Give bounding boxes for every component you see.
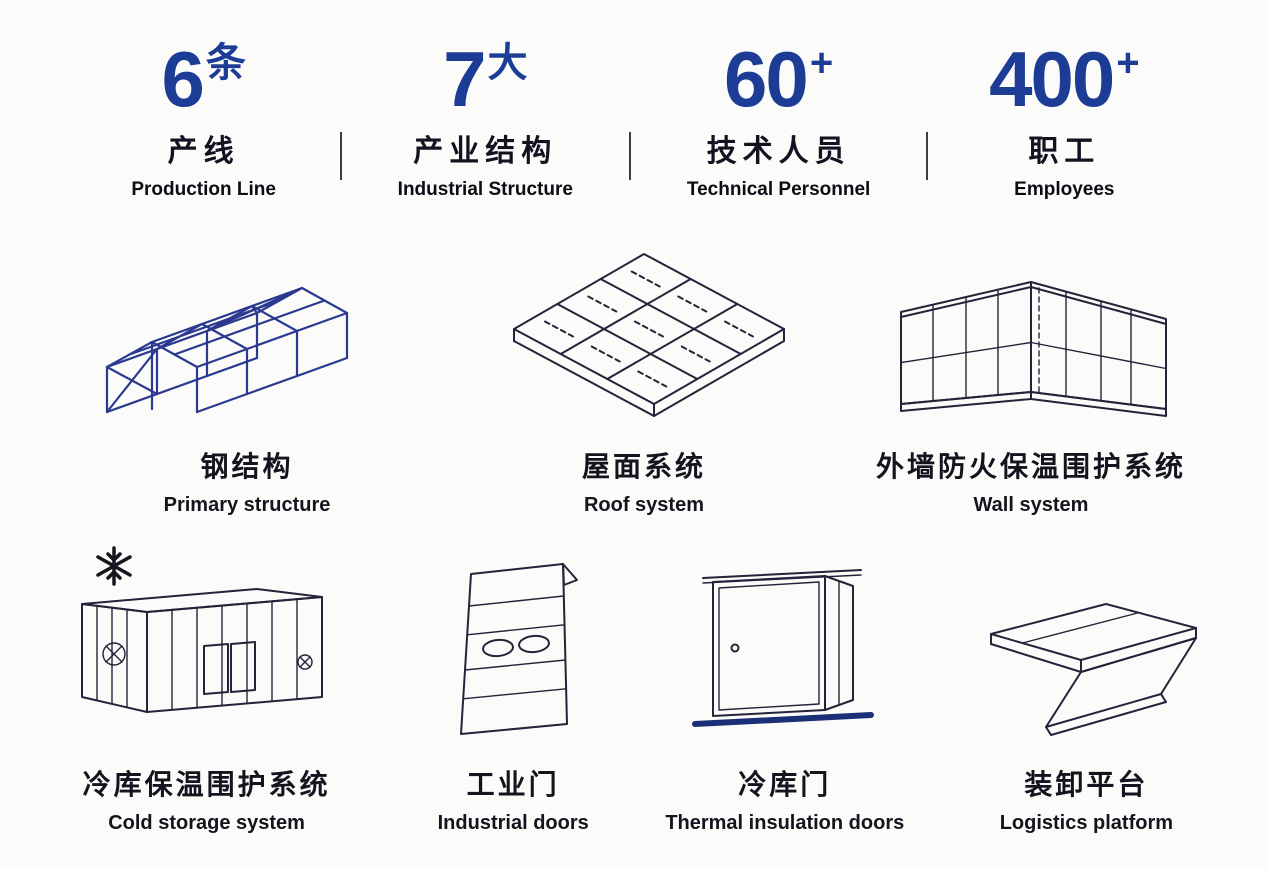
icon-wrap: [876, 229, 1186, 429]
icon-wrap: [956, 547, 1216, 747]
product-label-en: Thermal insulation doors: [665, 812, 905, 834]
product-steel-structure: 钢结构 Primary structure: [82, 229, 412, 517]
product-roof-system: 屋面系统 Roof system: [494, 229, 794, 517]
stat-label-zh: 技术人员: [706, 135, 851, 168]
stat-label-en: Industrial Structure: [397, 179, 573, 200]
product-label-en: Wall system: [973, 494, 1089, 516]
stat-label-en: Technical Personnel: [686, 179, 871, 200]
stat-number: 60+: [687, 40, 870, 118]
product-label-en: Logistics platform: [999, 812, 1174, 834]
product-label-zh: 钢结构: [200, 451, 294, 482]
product-loading-platform: 装卸平台 Logistics platform: [956, 547, 1216, 835]
stat-value: 7: [443, 35, 486, 123]
icon-wrap: [665, 547, 905, 747]
stats-strip: 6条 产线 Production Line 7大 产业结构 Industrial…: [0, 0, 1268, 201]
stat-number: 400+: [984, 40, 1144, 118]
vertical-divider: [628, 132, 631, 180]
stat-industrial-structure: 7大 产业结构 Industrial Structure: [398, 40, 573, 201]
wall-system-icon: [899, 281, 1167, 417]
product-label-zh: 装卸平台: [1024, 769, 1149, 800]
steel-structure-icon: [105, 286, 349, 414]
stat-label-zh: 职工: [1028, 135, 1101, 168]
icon-wrap: [82, 229, 412, 429]
product-label-zh: 工业门: [466, 769, 560, 800]
product-label-zh: 冷库保温围护系统: [82, 769, 331, 800]
product-label-zh: 屋面系统: [581, 451, 706, 482]
product-label-zh: 冷库门: [738, 769, 832, 800]
roof-system-icon: [512, 253, 785, 417]
stat-production-line: 6条 产线 Production Line: [124, 40, 284, 201]
icon-wrap: [494, 229, 794, 429]
product-label-zh: 外墙防火保温围护系统: [875, 451, 1186, 482]
stat-unit: 条: [205, 41, 246, 85]
stat-technical-personnel: 60+ 技术人员 Technical Personnel: [687, 40, 870, 201]
stat-label-zh: 产线: [167, 135, 240, 168]
product-label-en: Primary structure: [163, 494, 331, 516]
stat-unit: +: [809, 41, 834, 85]
vertical-divider: [926, 132, 929, 180]
product-label-en: Roof system: [583, 494, 704, 516]
product-cold-storage: 冷库保温围护系统 Cold storage system: [52, 546, 362, 835]
stat-label-en: Employees: [1014, 179, 1115, 200]
product-label-en: Cold storage system: [108, 812, 305, 834]
stat-unit: +: [1116, 41, 1140, 85]
cold-storage-door-icon: [691, 569, 874, 727]
stat-employees: 400+ 职工 Employees: [984, 40, 1144, 201]
stat-label-zh: 产业结构: [413, 135, 558, 168]
product-wall-system: 外墙防火保温围护系统 Wall system: [876, 229, 1186, 517]
stat-number: 6条: [124, 40, 284, 118]
product-cold-storage-door: 冷库门 Thermal insulation doors: [665, 547, 905, 835]
icon-wrap: [413, 547, 613, 747]
cold-storage-icon: [80, 546, 323, 713]
snowflake-icon: [95, 546, 132, 586]
product-row-2: 冷库保温围护系统 Cold storage system 工业门 Industr…: [0, 546, 1268, 835]
industrial-door-icon: [460, 563, 579, 735]
stat-value: 400: [989, 35, 1115, 123]
stat-unit: 大: [487, 41, 528, 85]
product-row-1: 钢结构 Primary structure: [0, 229, 1268, 517]
vertical-divider: [339, 132, 342, 180]
stat-label-en: Production Line: [131, 179, 276, 200]
product-label-en: Industrial doors: [437, 812, 589, 834]
stat-value: 60: [724, 35, 809, 123]
product-industrial-door: 工业门 Industrial doors: [413, 547, 613, 835]
icon-wrap: [52, 546, 362, 747]
loading-platform-icon: [990, 603, 1198, 736]
stat-value: 6: [161, 35, 204, 123]
stat-number: 7大: [398, 40, 573, 118]
